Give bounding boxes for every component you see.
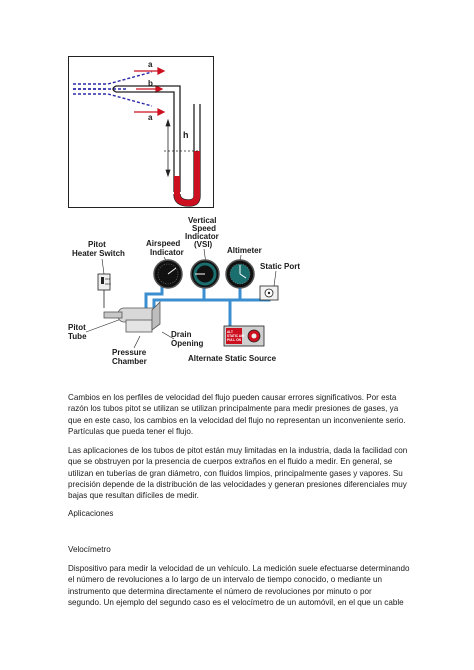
paragraph-3-line: Dispositivo para medir la velocidad de u…: [68, 564, 410, 573]
paragraph-1-line: Partículas que pueda tener el flujo.: [68, 426, 194, 436]
flow-lines: [73, 71, 153, 107]
heading-aplicaciones: Aplicaciones: [68, 509, 114, 518]
airspeed-indicator-gauge: [153, 259, 183, 289]
manometer-fluid: [174, 151, 200, 206]
heading-velocimetro: Velocímetro: [68, 545, 111, 554]
paragraph-3-line: segundo. Un ejemplo del segundo caso es …: [68, 597, 404, 607]
paragraph-1-line: razón los tubos pitot se utilizan se uti…: [68, 404, 399, 414]
label-h: h: [183, 130, 189, 140]
label-altimeter: Altimeter: [227, 246, 262, 255]
label-a-top: a: [148, 60, 153, 69]
paragraph-3-line: instrumento que determina directamente e…: [68, 586, 372, 596]
switch-toggle: [101, 277, 104, 284]
label-pitot-heater-switch: Pitot Heater Switch: [72, 240, 125, 258]
altimeter-gauge: [225, 259, 255, 289]
paragraph-2-line: bajas que resultan difíciles de medir.: [68, 491, 199, 501]
pitot-tube: [103, 301, 161, 333]
figure-frame: [68, 56, 214, 208]
label-a-bottom: a: [148, 113, 153, 122]
label-drain-opening: Drain Opening: [171, 330, 204, 348]
label-airspeed-indicator: Airspeed Indicator: [146, 239, 184, 257]
paragraph-2-line: Las aplicaciones de los tubos de pitot e…: [68, 446, 408, 455]
paragraph-3-line: el número de revoluciones a lo largo de …: [68, 575, 383, 585]
paragraph-2-line: que se obstruyen por la presencia de cue…: [68, 457, 393, 467]
height-marker: [164, 118, 198, 178]
alternate-static-source-panel: ALT STATIC AIR PULL ON: [223, 325, 265, 347]
paragraph-1: Cambios en los perfiles de velocidad del…: [68, 392, 410, 437]
pitot-static-system-figure: Pitot Heater Switch Airspeed Indicator V…: [68, 216, 300, 366]
pitot-manometer-figure: a b a h: [68, 56, 214, 208]
paragraph-2-line: utilizan en tuberías de gran diámetro, c…: [68, 468, 403, 478]
paragraph-2-line: precisión depende de la distribución de …: [68, 479, 407, 489]
pressure-chamber: [125, 319, 153, 333]
paragraph-1-line: Cambios en los perfiles de velocidad del…: [68, 393, 397, 402]
label-b: b: [148, 79, 153, 88]
vsi-gauge: [190, 259, 220, 289]
paragraph-1-line: que en este caso, los cambios en la velo…: [68, 415, 406, 425]
flow-arrows: [134, 67, 166, 116]
label-pitot-tube: Pitot Tube: [68, 323, 88, 341]
label-vsi: Vertical Speed Indicator (VSI): [185, 216, 221, 249]
static-port: [259, 285, 279, 301]
alt-static-text: ALT STATIC AIR PULL ON: [227, 330, 245, 342]
switch-state-labels: ON OFF: [105, 277, 111, 286]
leader-lines: [85, 248, 277, 349]
paragraph-3: Dispositivo para medir la velocidad de u…: [68, 563, 410, 608]
label-pressure-chamber: Pressure Chamber: [112, 348, 148, 366]
paragraph-2: Las aplicaciones de los tubos de pitot e…: [68, 445, 410, 501]
label-static-port: Static Port: [260, 262, 300, 271]
label-alternate-static-source: Alternate Static Source: [188, 354, 277, 363]
